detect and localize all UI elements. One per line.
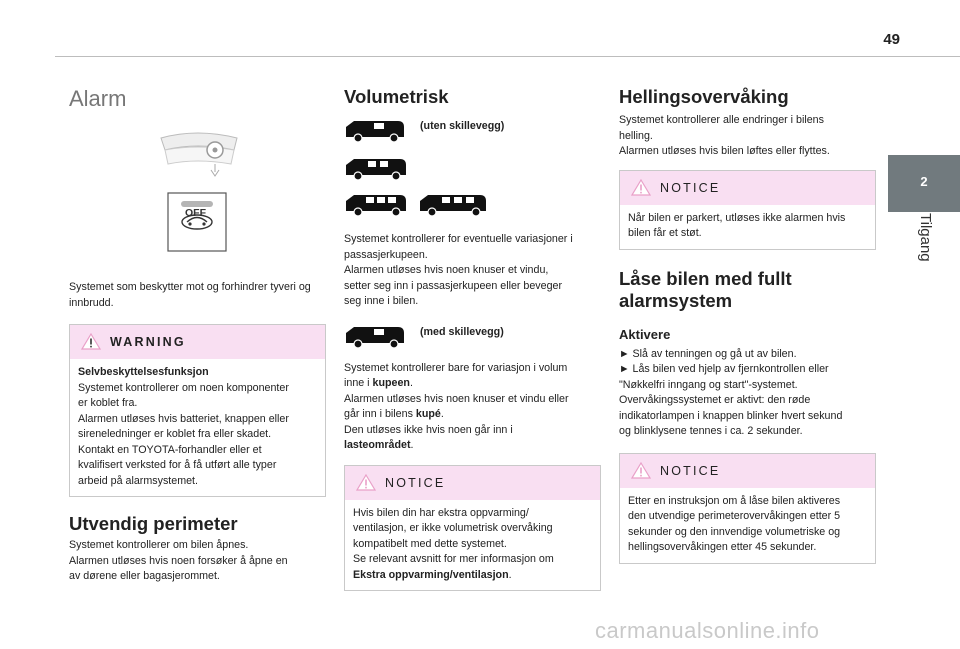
watermark: carmanualsonline.info <box>595 618 820 643</box>
warning-box: WARNING Selvbeskyttelsesfunksjon Systeme… <box>69 324 326 497</box>
lock-heading-line2: alarmsystem <box>619 289 733 311</box>
notice-label: NOTICE <box>660 180 721 195</box>
notice-icon <box>631 178 651 196</box>
vehicle-row-long <box>344 155 601 185</box>
activate-heading: Aktivere <box>619 326 671 342</box>
vehicle-row-partition: (med skillevegg) <box>344 323 601 353</box>
warning-line: kvalifisert verksted for å få utført all… <box>78 459 277 471</box>
desc-with-line: inne i kupeen. <box>344 377 413 389</box>
notice-line: sekunder og den innvendige volumetriske … <box>628 525 841 538</box>
vehicle-row-passenger <box>344 191 601 221</box>
activate-line: Overvåkingssystemet er aktivt: den røde <box>619 394 811 406</box>
notice-line: hellingsovervåkingen etter 45 sekunder. <box>628 541 817 553</box>
volumetric-heading: Volumetrisk <box>344 86 449 107</box>
notice-header: NOTICE <box>620 170 875 205</box>
alarm-off-button-icon <box>167 192 227 252</box>
column-alarm: Alarm OFF Systemet som beskytter mot og … <box>69 80 326 585</box>
column-tilt: Hellingsovervåking Systemet kontrollerer… <box>619 80 876 564</box>
notice-header: NOTICE <box>620 453 875 488</box>
notice-line: kompatibelt med dette systemet. <box>353 537 507 550</box>
warning-line: sireneledninger er koblet fra eller skad… <box>78 428 272 440</box>
notice-line: bilen får et støt. <box>628 227 702 239</box>
desc-with-line: lasteområdet. <box>344 439 414 451</box>
caption-with-partition: (med skillevegg) <box>420 325 504 338</box>
warning-icon <box>81 333 101 350</box>
warning-label: WARNING <box>110 335 186 349</box>
notice-label: NOTICE <box>385 475 446 490</box>
activate-line: ► Lås bilen ved hjelp av fjernkontrollen… <box>619 363 829 375</box>
warning-line: Systemet kontrollerer om noen komponente… <box>78 381 289 394</box>
van-long-icon <box>346 159 406 181</box>
chapter-tab-number: 2 <box>920 174 928 189</box>
desc-with-line: går inn i bilens kupé. <box>344 408 444 420</box>
activate-line: "Nøkkelfri inngang og start"-systemet. <box>619 378 798 391</box>
van-passenger-long-icon <box>420 195 487 217</box>
tilt-line: Alarmen utløses hvis bilen løftes eller … <box>619 145 830 157</box>
notice-icon <box>356 473 376 491</box>
activate-line: og blinklysene tennes i ca. 2 sekunder. <box>619 425 803 437</box>
ceiling-console-illustration <box>160 132 238 177</box>
notice-header: NOTICE <box>345 465 600 500</box>
tilt-heading: Hellingsovervåking <box>619 86 789 107</box>
warning-line: arbeid på alarmsystemet. <box>78 474 198 487</box>
notice-line: Ekstra oppvarming/ventilasjon. <box>353 568 512 581</box>
notice-line: ventilasjon, er ikke volumetrisk overvåk… <box>353 522 553 534</box>
alarm-intro: Systemet som beskytter mot og forhindrer… <box>69 281 311 309</box>
warning-line: Kontakt en TOYOTA-forhandler eller et <box>78 443 262 456</box>
perimeter-line: av dørene eller bagasjerommet. <box>69 570 220 582</box>
perimeter-line: Systemet kontrollerer om bilen åpnes. <box>69 539 249 551</box>
van-passenger-icon <box>346 195 406 217</box>
notice-line: Hvis bilen din har ekstra oppvarming/ <box>353 506 529 519</box>
caption-without-partition: (uten skillevegg) <box>420 120 505 132</box>
column-volumetric: Volumetrisk (uten skillevegg) <box>344 80 601 591</box>
off-label: OFF <box>185 207 206 219</box>
desc-without-line: setter seg inn i passasjerkupeen eller b… <box>344 279 563 292</box>
van-partition-icon <box>346 326 404 349</box>
notice-icon <box>631 461 651 479</box>
lock-heading-line1: Låse bilen med fullt <box>619 267 792 289</box>
chapter-tab[interactable]: 2 <box>888 155 960 212</box>
perimeter-line: Alarmen utløses hvis noen forsøker å åpn… <box>69 554 288 567</box>
top-rule <box>55 56 960 57</box>
desc-without-line: Alarmen utløses hvis noen knuser et vind… <box>344 264 549 276</box>
van-short-icon <box>346 121 404 143</box>
desc-with-line: Systemet kontrollerer bare for variasjon… <box>344 361 568 374</box>
desc-with-line: Den utløses ikke hvis noen går inn i <box>344 423 513 436</box>
notice-box-parked: NOTICE Når bilen er parkert, utløses ikk… <box>619 169 876 250</box>
notice-line: Når bilen er parkert, utløses ikke alarm… <box>628 211 846 224</box>
page-number: 49 <box>883 31 900 48</box>
notice-line: Se relevant avsnitt for mer informasjon … <box>353 553 554 565</box>
tilt-line: helling. <box>619 129 653 142</box>
desc-without-line: passasjerkupeen. <box>344 248 428 261</box>
perimeter-heading: Utvendig perimeter <box>69 513 238 534</box>
desc-without-line: seg inne i bilen. <box>344 295 419 307</box>
activate-line: indikatorlampen i knappen blinker hvert … <box>619 409 843 422</box>
notice-line: Etter en instruksjon om å låse bilen akt… <box>628 494 841 507</box>
warning-line: er koblet fra. <box>78 397 138 409</box>
notice-box-locking: NOTICE Etter en instruksjon om å låse bi… <box>619 452 876 564</box>
desc-with-line: Alarmen utløses hvis noen knuser et vind… <box>344 392 569 405</box>
warning-line: Alarmen utløses hvis batteriet, knappen … <box>78 412 289 425</box>
warning-header: WARNING <box>70 325 325 359</box>
tilt-line: Systemet kontrollerer alle endringer i b… <box>619 114 824 126</box>
desc-without-line: Systemet kontrollerer for eventuelle var… <box>344 233 573 245</box>
alarm-title: Alarm <box>69 86 127 111</box>
notice-label: NOTICE <box>660 463 721 478</box>
activate-line: ► Slå av tenningen og gå ut av bilen. <box>619 347 797 360</box>
chapter-label: Tilgang <box>917 213 934 262</box>
vehicle-row-short: (uten skillevegg) <box>344 117 601 147</box>
notice-box-heating: NOTICE Hvis bilen din har ekstra oppvarm… <box>344 464 601 591</box>
notice-line: den utvendige perimeterovervåkingen ette… <box>628 510 841 522</box>
warning-heading: Selvbeskyttelsesfunksjon <box>78 366 209 378</box>
